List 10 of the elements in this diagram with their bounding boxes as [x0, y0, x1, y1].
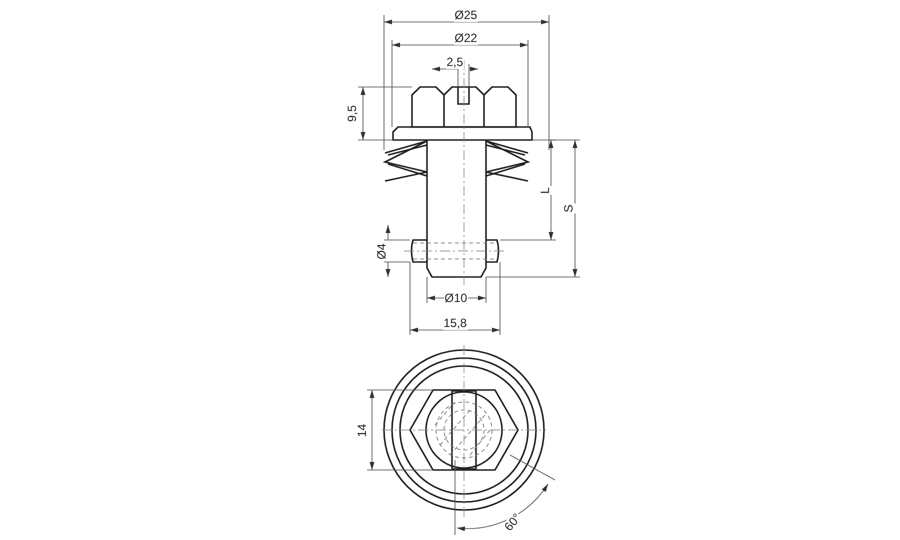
dimension-label: S: [562, 203, 576, 213]
dimension-label: 14: [356, 422, 369, 438]
dimension-label: 2,5: [446, 56, 464, 68]
dimension-label: Ø10: [444, 292, 468, 304]
dimension-label: L: [538, 186, 552, 194]
dimension-label: Ø25: [454, 8, 478, 22]
dimension-label: Ø22: [454, 32, 478, 44]
dimension-label: 9,5: [345, 104, 358, 122]
dimension-label: Ø4: [376, 242, 388, 260]
dimension-label: 15,8: [442, 316, 468, 330]
